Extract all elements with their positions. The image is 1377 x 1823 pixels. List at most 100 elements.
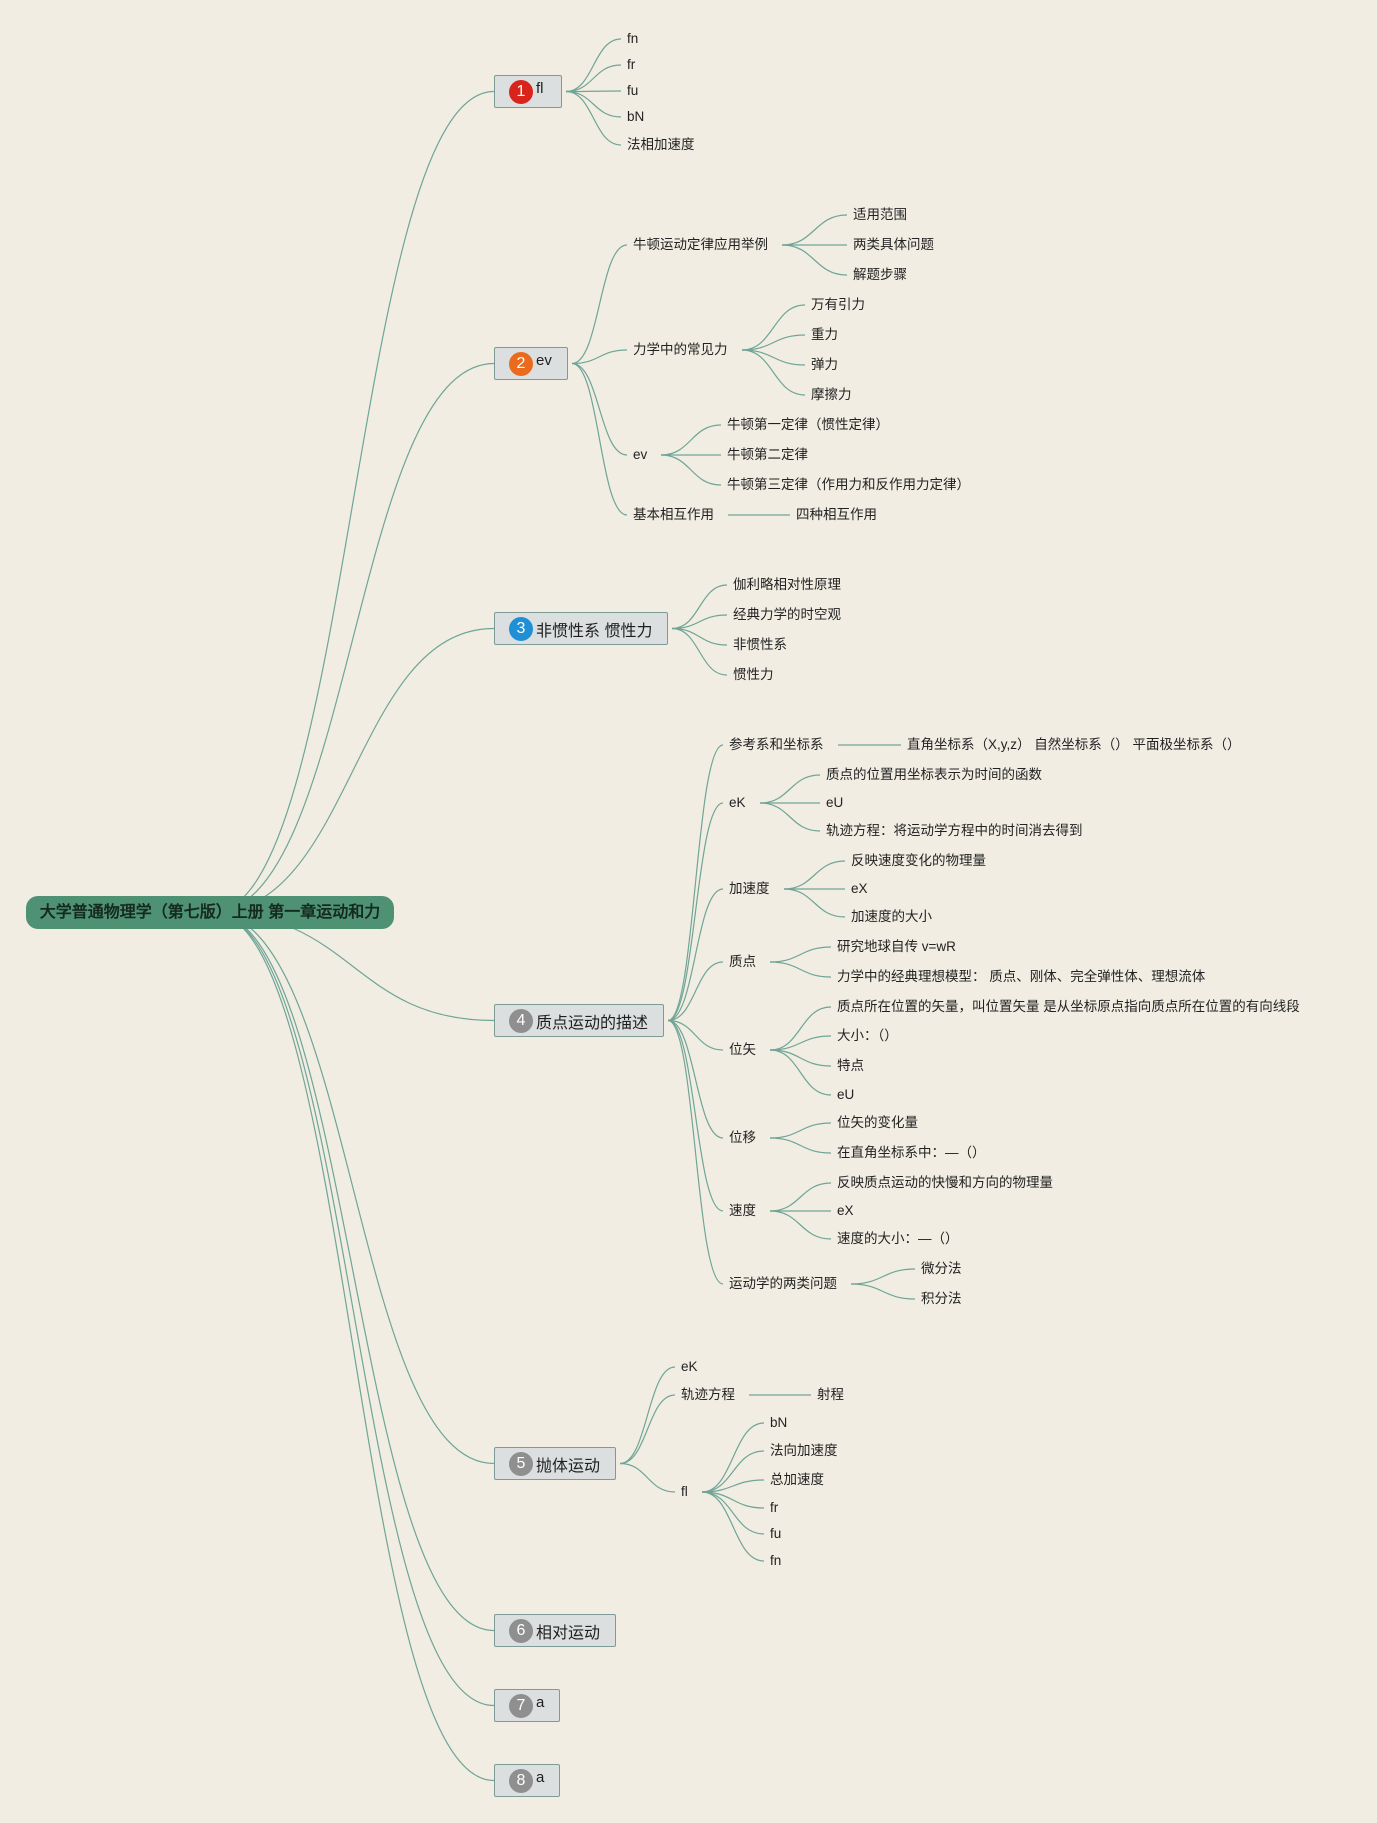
- root-connector-7: [211, 911, 495, 1707]
- b2-sub-ev[interactable]: ev: [633, 447, 648, 462]
- b4-leaf-eu-1[interactable]: eU: [826, 795, 844, 810]
- b4-leaf-accel-magnitude[interactable]: 加速度的大小: [851, 909, 932, 924]
- b4-leaf-ex-1[interactable]: eX: [851, 881, 868, 896]
- b2-leaf-two-problems[interactable]: 两类具体问题: [853, 237, 934, 252]
- b5-leaf-total-acceleration[interactable]: 总加速度: [770, 1472, 824, 1487]
- b2-leaf-four-interactions[interactable]: 四种相互作用: [796, 507, 877, 522]
- branch-3-label: 非惯性系 惯性力: [536, 622, 653, 640]
- connector-b2-sub-common-forces: [571, 349, 628, 365]
- branch-4-label: 质点运动的描述: [536, 1014, 649, 1032]
- b4-leaf-ex-2[interactable]: eX: [837, 1203, 854, 1218]
- branch-2-topic[interactable]: 2 ev: [494, 347, 568, 380]
- b3-leaf-spacetime[interactable]: 经典力学的时空观: [733, 607, 841, 622]
- connector-b1-leaf-fn: [565, 38, 622, 93]
- b5-sub-trajectory[interactable]: 轨迹方程: [681, 1387, 735, 1402]
- b2-leaf-elastic[interactable]: 弹力: [811, 357, 838, 372]
- connector-b4-leaf-eu-2: [769, 1049, 832, 1096]
- b2-leaf-gravity[interactable]: 重力: [811, 327, 838, 342]
- b4-leaf-velocity-def[interactable]: 反映质点运动的快慢和方向的物理量: [837, 1175, 1053, 1190]
- connector-b5-leaf-fn: [701, 1491, 765, 1562]
- b4-leaf-earth-rotation[interactable]: 研究地球自传 v=wR: [837, 939, 956, 954]
- connector-b4-sub-ek: [667, 802, 724, 1022]
- b3-leaf-galilean-relativity[interactable]: 伽利略相对性原理: [733, 577, 841, 592]
- connector-b4-leaf-integration: [850, 1283, 916, 1300]
- priority-3-icon: 3: [509, 616, 533, 641]
- root-topic[interactable]: 大学普通物理学（第七版）上册 第一章运动和力: [26, 896, 394, 929]
- b5-leaf-bn[interactable]: bN: [770, 1415, 788, 1430]
- b4-sub-position-vector[interactable]: 位矢: [729, 1042, 756, 1057]
- b4-leaf-position-vector-def[interactable]: 质点所在位置的矢量，叫位置矢量 是从坐标原点指向质点所在位置的有向线段: [837, 999, 1300, 1014]
- b4-sub-acceleration[interactable]: 加速度: [729, 881, 770, 896]
- root-connector-5: [211, 911, 495, 1465]
- b2-leaf-scope[interactable]: 适用范围: [853, 207, 907, 222]
- connector-b3-leaf-noninertial-frame: [671, 627, 728, 646]
- connector-b2-leaf-elastic: [741, 349, 806, 366]
- b2-sub-common-forces[interactable]: 力学中的常见力: [633, 342, 728, 357]
- b5-leaf-normal-acceleration[interactable]: 法向加速度: [770, 1443, 838, 1458]
- branch-6-label: 相对运动: [536, 1624, 601, 1642]
- branch-1-topic[interactable]: 1 fl: [494, 75, 562, 108]
- b1-leaf-bn[interactable]: bN: [627, 109, 645, 124]
- b3-leaf-inertial-force[interactable]: 惯性力: [733, 667, 774, 682]
- b4-leaf-position-function[interactable]: 质点的位置用坐标表示为时间的函数: [826, 767, 1042, 782]
- connector-b4-leaf-position-function: [759, 774, 821, 804]
- branch-6-topic[interactable]: 6 相对运动: [494, 1614, 616, 1647]
- connector-b1-leaf-bn: [565, 90, 622, 118]
- b1-leaf-fr[interactable]: fr: [627, 57, 636, 72]
- b1-leaf-fn[interactable]: fn: [627, 31, 639, 46]
- b2-leaf-second-law[interactable]: 牛顿第二定律: [727, 447, 808, 462]
- priority-7-icon: 7: [509, 1693, 533, 1718]
- b2-leaf-steps[interactable]: 解题步骤: [853, 267, 907, 282]
- branch-8-topic[interactable]: 8 a: [494, 1764, 560, 1797]
- b1-leaf-fu[interactable]: fu: [627, 83, 639, 98]
- b4-leaf-displacement-def[interactable]: 位矢的变化量: [837, 1115, 918, 1130]
- b4-leaf-velocity-magnitude[interactable]: 速度的大小：—（）: [837, 1231, 959, 1246]
- b4-leaf-magnitude[interactable]: 大小：（）: [837, 1028, 898, 1043]
- b2-leaf-friction[interactable]: 摩擦力: [811, 387, 852, 402]
- b2-leaf-first-law[interactable]: 牛顿第一定律（惯性定律）: [727, 417, 889, 432]
- b2-leaf-gravitation[interactable]: 万有引力: [811, 297, 865, 312]
- b4-leaf-integration[interactable]: 积分法: [921, 1291, 962, 1306]
- connector-b4-sub-displacement: [667, 1019, 724, 1139]
- b4-sub-velocity[interactable]: 速度: [729, 1203, 756, 1218]
- branch-7-topic[interactable]: 7 a: [494, 1689, 560, 1722]
- branch-5-topic[interactable]: 5 抛体运动: [494, 1447, 616, 1480]
- b4-sub-displacement[interactable]: 位移: [729, 1130, 756, 1145]
- connector-b5-leaf-normal-acceleration: [701, 1450, 765, 1493]
- b4-leaf-trajectory-eq[interactable]: 轨迹方程：将运动学方程中的时间消去得到: [826, 823, 1083, 838]
- b4-sub-reference-frame[interactable]: 参考系和坐标系: [729, 737, 824, 752]
- b5-leaf-fr[interactable]: fr: [770, 1500, 779, 1515]
- b4-sub-particle[interactable]: 质点: [729, 954, 756, 969]
- connector-b2-leaf-gravitation: [741, 304, 806, 351]
- b4-leaf-coordinate-systems[interactable]: 直角坐标系（X,y,z） 自然坐标系（） 平面极坐标系（）: [907, 737, 1241, 752]
- b1-leaf-normal-acceleration[interactable]: 法相加速度: [627, 137, 695, 152]
- connector-b2-sub-ev: [571, 362, 628, 456]
- b4-leaf-eu-2[interactable]: eU: [837, 1087, 855, 1102]
- branch-4-topic[interactable]: 4 质点运动的描述: [494, 1004, 664, 1037]
- b4-leaf-accel-definition[interactable]: 反映速度变化的物理量: [851, 853, 986, 868]
- b4-leaf-cartesian-displacement[interactable]: 在直角坐标系中：—（）: [837, 1145, 986, 1160]
- b5-leaf-range[interactable]: 射程: [817, 1387, 844, 1402]
- b4-leaf-ideal-models[interactable]: 力学中的经典理想模型： 质点、刚体、完全弹性体、理想流体: [837, 969, 1206, 984]
- connector-b4-leaf-accel-definition: [783, 860, 846, 890]
- branch-5-label: 抛体运动: [536, 1457, 601, 1475]
- connector-b1-leaf-fu: [565, 90, 622, 93]
- connector-b5-leaf-total-acceleration: [701, 1479, 765, 1493]
- b5-sub-ek[interactable]: eK: [681, 1359, 698, 1374]
- branch-3-topic[interactable]: 3 非惯性系 惯性力: [494, 612, 668, 645]
- b5-leaf-fu[interactable]: fu: [770, 1526, 782, 1541]
- b2-leaf-third-law[interactable]: 牛顿第三定律（作用力和反作用力定律）: [727, 477, 970, 492]
- b4-sub-ek[interactable]: eK: [729, 795, 746, 810]
- connector-b2-leaf-steps: [781, 244, 848, 276]
- b2-sub-newton-examples[interactable]: 牛顿运动定律应用举例: [633, 237, 768, 252]
- b5-leaf-fn[interactable]: fn: [770, 1553, 782, 1568]
- b5-sub-fl[interactable]: fl: [681, 1484, 688, 1499]
- b4-leaf-differentiation[interactable]: 微分法: [921, 1261, 962, 1276]
- b2-sub-basic-interaction[interactable]: 基本相互作用: [633, 507, 714, 522]
- b4-leaf-features[interactable]: 特点: [837, 1058, 864, 1073]
- b4-sub-two-problems[interactable]: 运动学的两类问题: [729, 1276, 837, 1291]
- b3-leaf-noninertial-frame[interactable]: 非惯性系: [733, 637, 787, 652]
- priority-6-icon: 6: [509, 1618, 533, 1643]
- connector-b2-leaf-gravity: [741, 334, 806, 351]
